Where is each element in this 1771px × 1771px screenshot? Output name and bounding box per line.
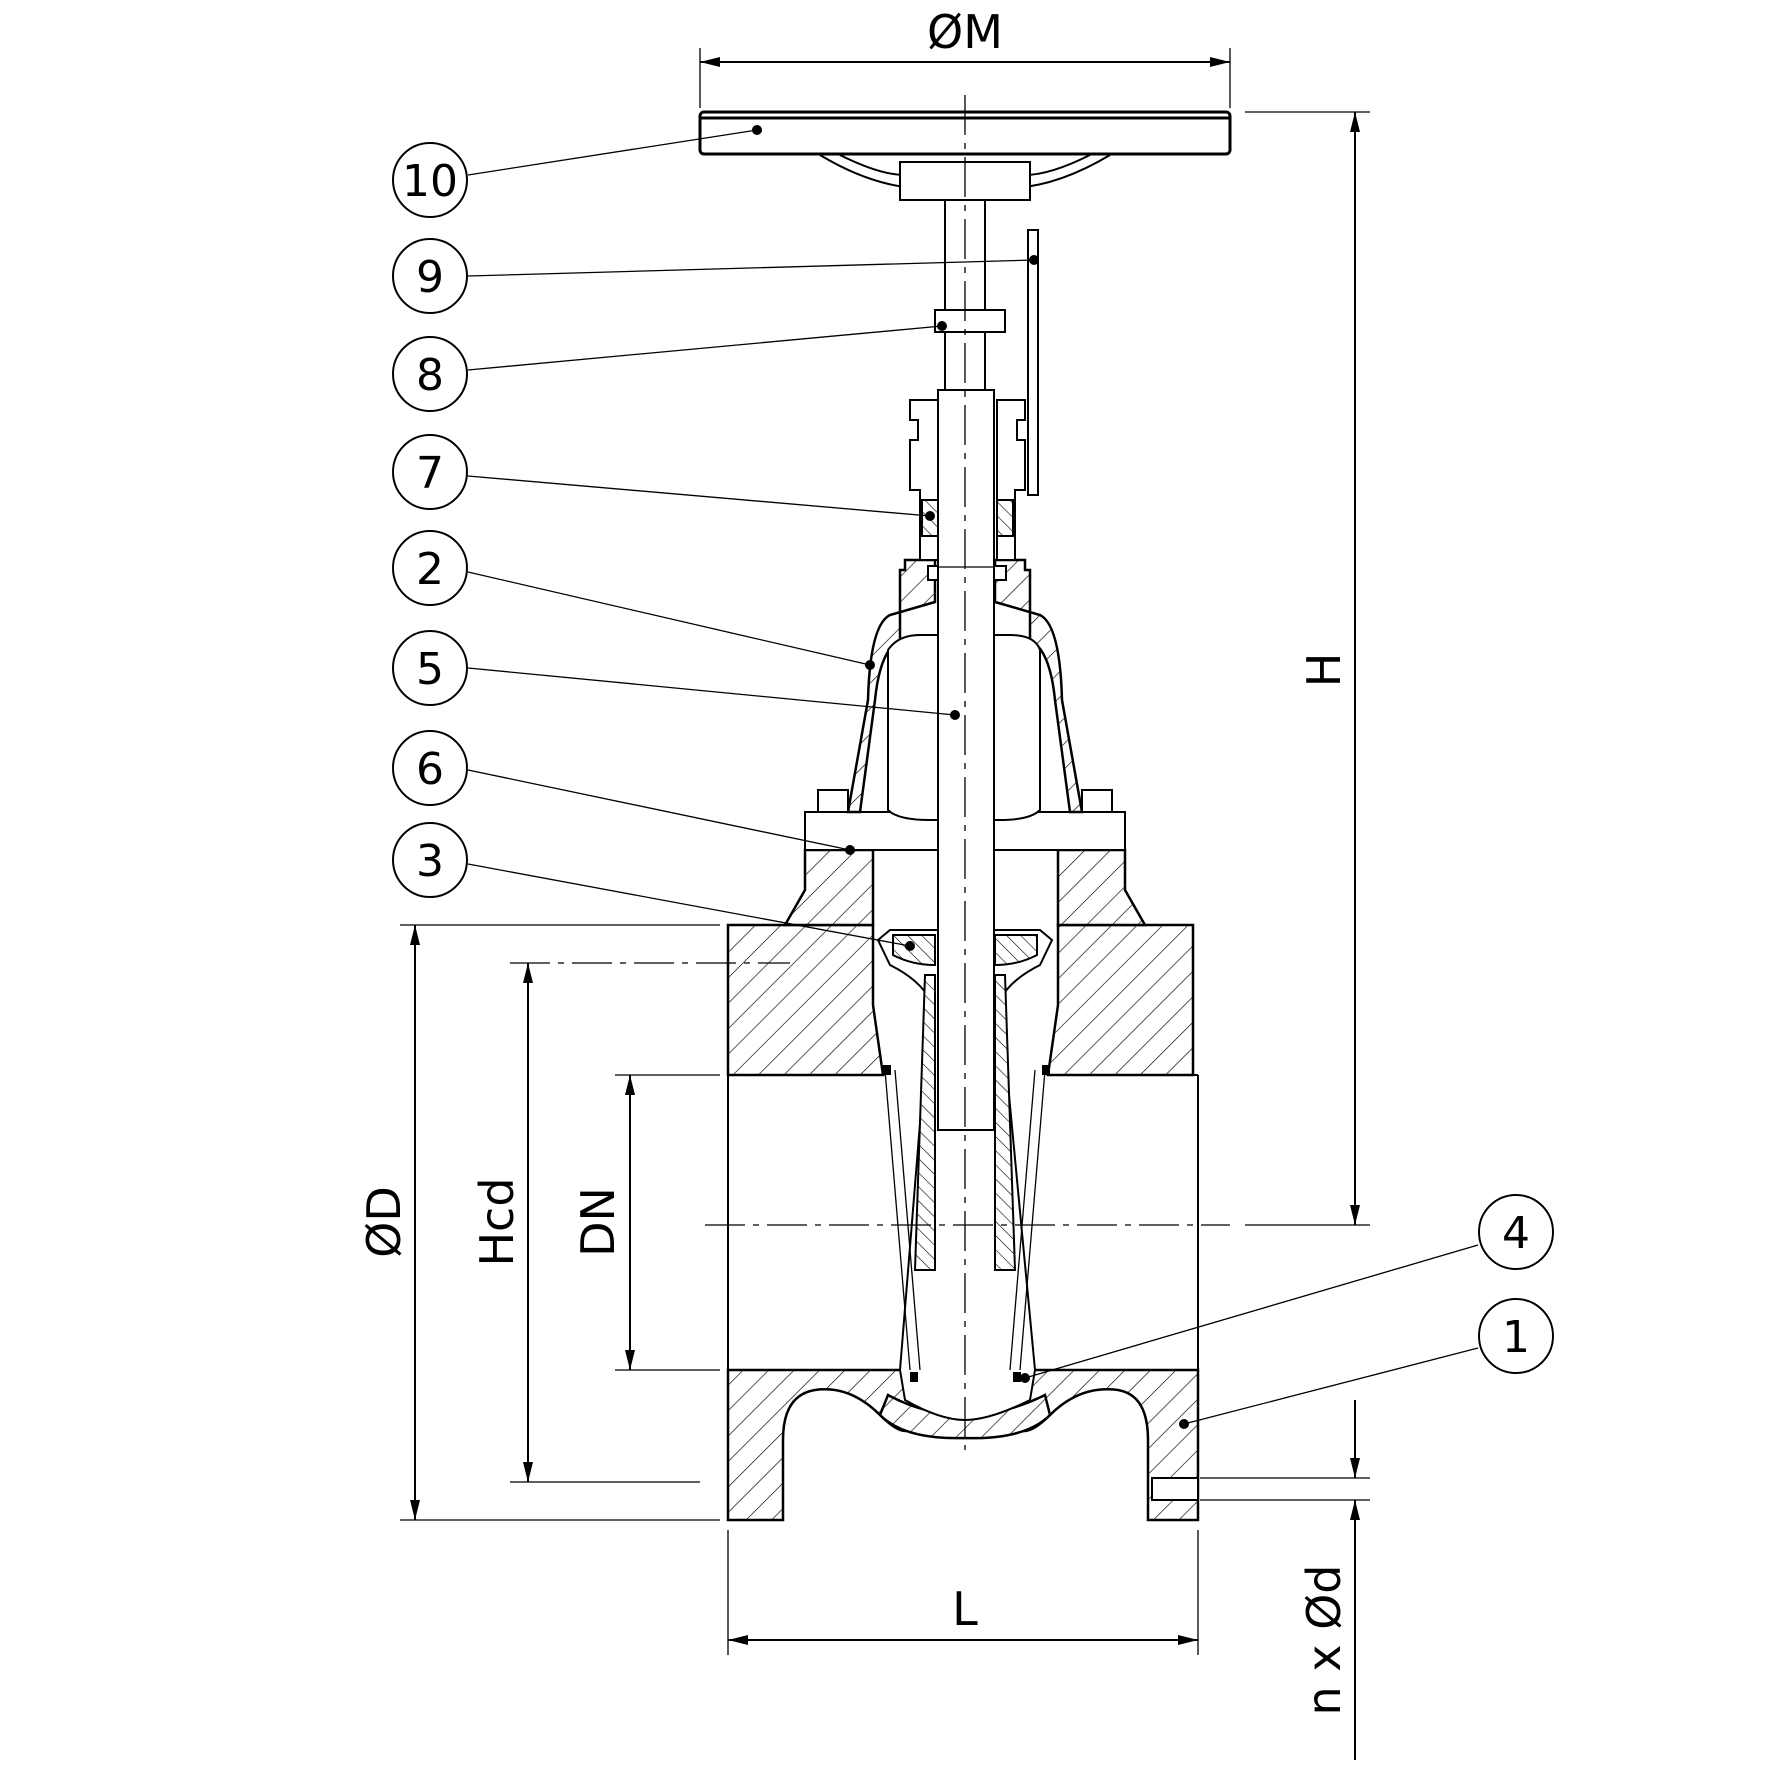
dimension-label-dn: DN: [571, 1187, 625, 1257]
dimension-h: H: [1245, 111, 1370, 1226]
dimension-label-d: ØD: [357, 1186, 411, 1258]
dimension-label-l: L: [952, 1582, 978, 1636]
balloon-6: 6: [392, 730, 855, 855]
balloon-label-10: 10: [402, 156, 458, 207]
balloon-8: 8: [392, 321, 947, 412]
stem: [934, 199, 1006, 1131]
balloon-2: 2: [392, 530, 875, 670]
balloon-label-8: 8: [416, 350, 444, 401]
dimension-label-m: ØM: [927, 5, 1003, 59]
balloon-10: 10: [392, 125, 762, 218]
balloon-label-6: 6: [416, 744, 444, 795]
dimension-label-hcd: Hcd: [470, 1177, 524, 1266]
balloon-label-1: 1: [1502, 1312, 1530, 1363]
balloon-4: 4: [1020, 1194, 1554, 1383]
dimension-hcd: Hcd: [470, 962, 790, 1483]
balloon-1: 1: [1179, 1298, 1554, 1429]
balloon-3: 3: [392, 822, 915, 951]
balloon-label-3: 3: [416, 836, 444, 887]
balloon-5: 5: [392, 630, 960, 720]
balloon-label-4: 4: [1502, 1208, 1530, 1259]
dimension-label-h: H: [1297, 653, 1351, 688]
balloon-7: 7: [392, 434, 935, 521]
dimension-m: ØM: [699, 5, 1231, 108]
dimension-dn: DN: [571, 1074, 720, 1371]
valve-body: [726, 848, 1200, 1522]
dimension-label-nd: n x Ød: [1297, 1564, 1351, 1715]
dimension-d: ØD: [357, 924, 720, 1521]
balloon-label-9: 9: [416, 252, 444, 303]
balloon-label-7: 7: [416, 448, 444, 499]
dimension-nd: n x Ød: [1200, 1400, 1370, 1760]
balloon-label-5: 5: [416, 644, 444, 695]
balloon-label-2: 2: [416, 544, 444, 595]
balloon-9: 9: [392, 238, 1039, 314]
dimension-l: L: [727, 1530, 1199, 1655]
